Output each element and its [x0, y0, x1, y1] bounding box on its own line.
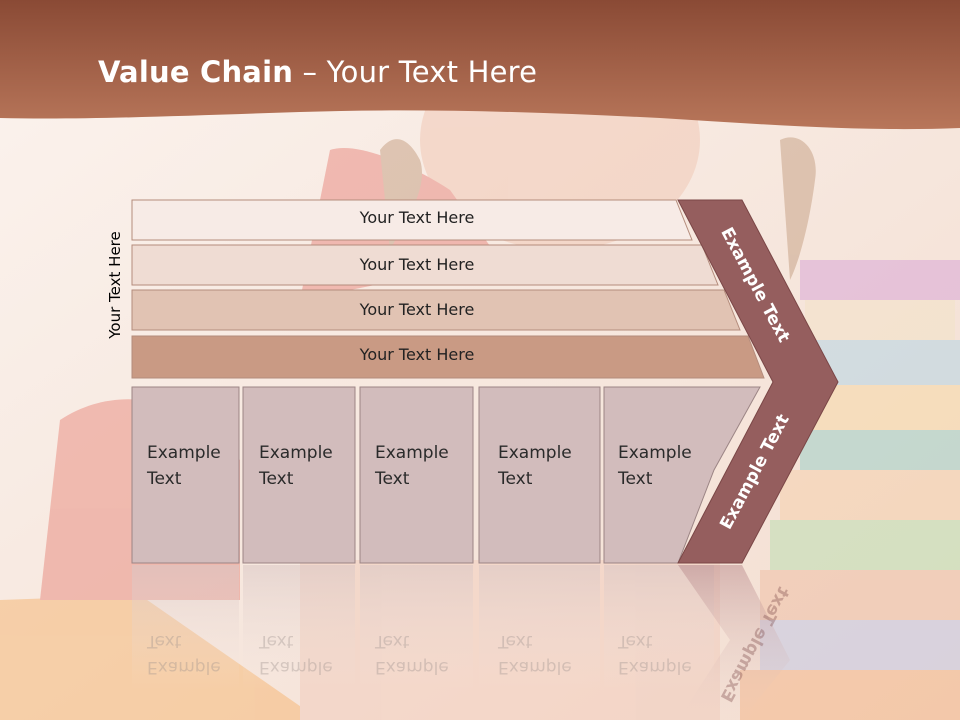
header-banner [0, 0, 960, 130]
example-box-5-text[interactable]: Example Text [618, 440, 692, 492]
example-box-5-line1: Example [618, 443, 692, 463]
example-box-1-text[interactable]: Example Text [147, 440, 221, 492]
slide-title: Value Chain – Your Text Here [98, 55, 537, 89]
example-box-1[interactable] [131, 386, 240, 564]
row-stack [131, 199, 765, 379]
slide-title-bold: Value Chain [98, 55, 294, 89]
example-box-1-line2: Text [147, 469, 182, 489]
example-box-3-line2: Text [375, 469, 410, 489]
row-shape-2[interactable] [131, 244, 719, 286]
row-shape-1[interactable] [131, 199, 693, 241]
value-chevron[interactable] [677, 199, 839, 564]
row-label-1[interactable]: Your Text Here [359, 208, 475, 227]
side-label: Your Text Here [106, 231, 124, 339]
example-box-4-line1: Example [498, 443, 572, 463]
row-label-4[interactable]: Your Text Here [359, 345, 475, 364]
row-shape-3[interactable] [131, 289, 741, 331]
slide-title-rest: – Your Text Here [293, 55, 538, 89]
example-box-5-line2: Text [618, 469, 653, 489]
example-box-1-line1: Example [147, 443, 221, 463]
example-box-2-line1: Example [259, 443, 333, 463]
example-box-2-text[interactable]: Example Text [259, 440, 333, 492]
example-box-5[interactable] [603, 386, 761, 564]
example-box-4[interactable] [478, 386, 601, 564]
example-box-3-line1: Example [375, 443, 449, 463]
row-shape-4[interactable] [131, 335, 765, 379]
reflection-group [132, 565, 790, 720]
example-box-4-line2: Text [498, 469, 533, 489]
row-label-2[interactable]: Your Text Here [359, 255, 475, 274]
example-box-3-text[interactable]: Example Text [375, 440, 449, 492]
example-box-group [131, 386, 761, 564]
example-box-2-line2: Text [259, 469, 294, 489]
row-label-3[interactable]: Your Text Here [359, 300, 475, 319]
example-box-4-text[interactable]: Example Text [498, 440, 572, 492]
example-box-3[interactable] [359, 386, 474, 564]
example-box-2[interactable] [242, 386, 356, 564]
